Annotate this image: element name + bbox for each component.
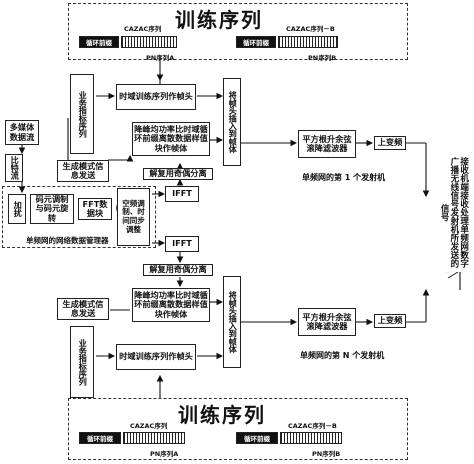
tx1-insert-header-box: 将帧头插入到帧体: [223, 78, 241, 166]
top-pn-b-label: PN序列B: [308, 54, 337, 62]
space-freq-modulation-box: 空频调制、时间同步调整: [117, 188, 150, 246]
ifft-box-1: IFFT: [165, 186, 199, 202]
tx1-upconverter-box: 上变频: [374, 136, 406, 150]
txn-rrc-filter-box: 平方根升余弦滚降滤波器: [298, 308, 356, 336]
tx1-time-training-header-box: 时域训练序列作帧头: [116, 84, 196, 110]
tx1-rrc-filter-box: 平方根升余弦滚降滤波器: [298, 130, 356, 158]
top-cyclic-prefix-b: 循环前缀: [236, 36, 276, 48]
bottom-cazac-a-label: CAZAC序列: [130, 422, 168, 430]
scramble-box: 加扰: [8, 194, 26, 224]
demux-separation-box-1: 解复用奇偶分离: [143, 168, 213, 180]
network-data-manager-panel: [2, 186, 156, 248]
txn-insert-header-box: 将帧头插入到帧体: [223, 276, 241, 368]
code-modulation-box: 码元调制与码元旋转: [30, 194, 74, 224]
ifft-box-2: IFFT: [165, 236, 199, 252]
txn-upconverter-box: 上变频: [374, 314, 406, 328]
txn-time-training-header-box: 时域训练序列作帧头: [116, 344, 196, 370]
bottom-pn-block-b: [280, 432, 342, 444]
receiver-description: 接收机端接收处理单频网数字广播无线信号发射机所发送的信号: [436, 152, 470, 272]
bitstream-box: 比特流: [5, 154, 23, 182]
top-pn-block-b: [278, 36, 338, 48]
bottom-cazac-b-label: CAZAC序列－B: [288, 422, 337, 430]
bottom-pn-b-label: PN序列B: [312, 450, 341, 458]
top-training-title: 训练序列: [175, 8, 263, 32]
top-cazac-b-label: CAZAC序列－B: [286, 25, 335, 33]
bottom-pn-a-label: PN序列A: [150, 450, 179, 458]
fft-block-box: FFT数据块: [78, 198, 112, 220]
bottom-training-sequence-panel: [68, 398, 408, 460]
txn-papr-frame-body-box: 降峰均功率比时域循环前缀离散数据样值块作帧体: [132, 288, 210, 322]
bottom-pn-block-a: [123, 432, 185, 444]
network-data-manager-caption: 单频网的网络数据管理器: [26, 236, 109, 245]
txn-generate-mode-box: 生成模式信息发送: [57, 298, 109, 320]
top-cyclic-prefix-a: 循环前缀: [79, 36, 119, 48]
tx1-caption: 单频网的第 1 个发射机: [302, 173, 386, 182]
top-cazac-a-label: CAZAC序列: [124, 25, 162, 33]
tx1-papr-frame-body-box: 降峰均功率比时域循环前缀离散数据样值块作帧体: [132, 122, 210, 156]
tx1-service-indicator-box: 业务指标序列: [70, 74, 94, 154]
bottom-cyclic-prefix-b: 循环前缀: [236, 432, 278, 444]
tx1-generate-mode-box: 生成模式信息发送: [57, 160, 109, 182]
top-training-sequence-panel: [68, 3, 408, 60]
top-pn-a-label: PN序列A: [146, 54, 175, 62]
multimedia-stream-box: 多媒体数据流: [5, 120, 39, 145]
top-pn-block-a: [121, 36, 177, 48]
bottom-cyclic-prefix-a: 循环前缀: [79, 432, 121, 444]
demux-separation-box-2: 解复用奇偶分离: [143, 264, 213, 276]
txn-caption: 单频网的第 N 个发射机: [300, 351, 385, 360]
txn-service-indicator-box: 业务指标序列: [70, 326, 94, 398]
bottom-training-title: 训练序列: [178, 403, 266, 427]
